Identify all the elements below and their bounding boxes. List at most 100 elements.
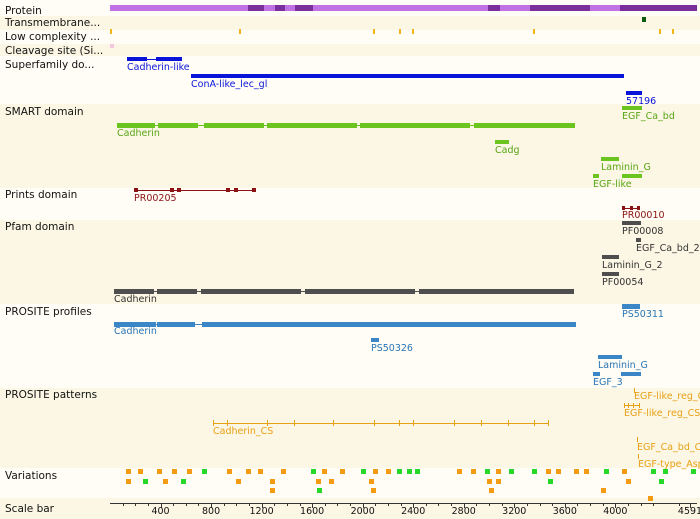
variation-marker[interactable] — [626, 479, 631, 484]
variation-marker[interactable] — [622, 469, 627, 474]
pattern-egf-like-reg-cs-tick[interactable] — [624, 403, 625, 408]
variation-marker[interactable] — [181, 479, 186, 484]
prints-pr00205-bar[interactable] — [252, 188, 256, 192]
variation-marker[interactable] — [126, 479, 131, 484]
prosite-ps50311-bar[interactable] — [622, 304, 640, 309]
variation-marker[interactable] — [227, 469, 232, 474]
transmembrane-region[interactable] — [642, 17, 646, 22]
superfamily-cona-like-bar[interactable] — [191, 74, 624, 78]
pattern-cadherin-cs-tick[interactable] — [374, 420, 375, 426]
pattern-cadherin-cs-tick[interactable] — [399, 420, 400, 426]
variation-marker[interactable] — [663, 469, 668, 474]
low-complexity-region[interactable] — [659, 29, 661, 34]
variation-marker[interactable] — [202, 469, 207, 474]
smart-cadherin-bar[interactable] — [474, 123, 575, 128]
smart-cadherin-bar[interactable] — [158, 123, 198, 128]
protein-segment[interactable] — [488, 5, 500, 11]
variation-marker[interactable] — [457, 469, 462, 474]
pattern-cadherin-cs-tick[interactable] — [413, 420, 414, 426]
pattern-cadherin-cs-tick[interactable] — [333, 420, 334, 426]
pattern-egf-like-reg-cs-tick[interactable] — [639, 403, 640, 408]
variation-marker[interactable] — [659, 479, 664, 484]
prints-pr00205-bar[interactable] — [177, 188, 181, 192]
variation-marker[interactable] — [546, 469, 551, 474]
variation-marker[interactable] — [509, 469, 514, 474]
pattern-egf-like-reg-cs-tick[interactable] — [628, 403, 629, 408]
smart-cadg-bar[interactable] — [495, 140, 509, 144]
protein-segment[interactable] — [248, 5, 264, 11]
low-complexity-region[interactable] — [412, 29, 414, 34]
low-complexity-region[interactable] — [399, 29, 401, 34]
variation-marker[interactable] — [584, 469, 589, 474]
variation-marker[interactable] — [311, 469, 316, 474]
low-complexity-region[interactable] — [239, 29, 241, 34]
pfam-laminin-g-2-bar[interactable] — [602, 255, 619, 259]
variation-marker[interactable] — [407, 469, 412, 474]
pattern-egf-like-reg-cs-tick[interactable] — [633, 403, 634, 408]
variation-marker[interactable] — [485, 469, 490, 474]
variation-marker[interactable] — [246, 469, 251, 474]
variation-marker[interactable] — [157, 469, 162, 474]
pattern-cadherin-cs-tick[interactable] — [227, 420, 228, 426]
pattern-egf-like-reg-tick[interactable] — [634, 388, 635, 393]
pfam-pf00054-bar[interactable] — [602, 272, 619, 276]
pfam-cadherin-bar[interactable] — [201, 289, 301, 294]
variation-marker[interactable] — [187, 469, 192, 474]
pattern-cadherin-cs-tick[interactable] — [548, 420, 549, 426]
low-complexity-region[interactable] — [672, 29, 674, 34]
prints-pr00205-bar[interactable] — [234, 188, 238, 192]
variation-marker[interactable] — [415, 469, 420, 474]
variation-marker[interactable] — [604, 469, 609, 474]
pattern-egf-type-asp-tick[interactable] — [638, 454, 639, 459]
prosite-cadherin-bar[interactable] — [114, 322, 156, 327]
variation-marker[interactable] — [270, 488, 275, 493]
pattern-cadherin-cs-tick[interactable] — [294, 420, 295, 426]
variation-marker[interactable] — [340, 469, 345, 474]
low-complexity-region[interactable] — [533, 29, 535, 34]
pattern-cadherin-cs-tick[interactable] — [213, 420, 214, 426]
variation-marker[interactable] — [329, 479, 334, 484]
prints-pr00205-bar[interactable] — [170, 188, 174, 192]
prosite-ps50326-bar[interactable] — [371, 338, 379, 342]
prosite-egf-3-bar[interactable] — [621, 372, 641, 376]
protein-bar[interactable] — [110, 5, 697, 11]
prosite-laminin-g-bar[interactable] — [598, 355, 622, 359]
variation-marker[interactable] — [361, 469, 366, 474]
variation-marker[interactable] — [651, 469, 656, 474]
prints-pr00205-bar[interactable] — [134, 188, 138, 192]
pfam-pf00008-bar[interactable] — [622, 221, 641, 225]
prints-pr00010-bar[interactable] — [630, 206, 633, 210]
pfam-cadherin-bar[interactable] — [419, 289, 574, 294]
pattern-cadherin-cs-tick[interactable] — [534, 420, 535, 426]
protein-segment[interactable] — [295, 5, 313, 11]
variation-marker[interactable] — [163, 479, 168, 484]
smart-cadherin-bar[interactable] — [267, 123, 357, 128]
variation-marker[interactable] — [691, 469, 696, 474]
variation-marker[interactable] — [258, 469, 263, 474]
cleavage-site[interactable] — [110, 44, 114, 48]
pfam-egf-ca-bd-2-bar[interactable] — [636, 238, 641, 242]
variation-marker[interactable] — [143, 479, 148, 484]
pattern-cadherin-cs-tick[interactable] — [481, 420, 482, 426]
smart-egf-like-bar[interactable] — [593, 174, 599, 178]
variation-marker[interactable] — [281, 469, 286, 474]
variation-marker[interactable] — [270, 479, 275, 484]
pfam-cadherin-bar[interactable] — [305, 289, 415, 294]
variation-marker[interactable] — [471, 469, 476, 474]
smart-cadherin-bar[interactable] — [360, 123, 470, 128]
variation-marker[interactable] — [648, 496, 653, 501]
variation-marker[interactable] — [397, 469, 402, 474]
variation-marker[interactable] — [138, 469, 143, 474]
variation-marker[interactable] — [371, 488, 376, 493]
variation-marker[interactable] — [369, 479, 374, 484]
prosite-cadherin-bar[interactable] — [157, 322, 195, 327]
prints-pr00010-bar[interactable] — [622, 206, 625, 210]
low-complexity-region[interactable] — [373, 29, 375, 34]
prosite-cadherin-bar[interactable] — [202, 322, 576, 327]
smart-egf-ca-bd-bar[interactable] — [622, 106, 642, 110]
pattern-cadherin-cs-tick[interactable] — [454, 420, 455, 426]
variation-marker[interactable] — [489, 488, 494, 493]
protein-segment[interactable] — [275, 5, 285, 11]
variation-marker[interactable] — [386, 469, 391, 474]
variation-marker[interactable] — [556, 469, 561, 474]
